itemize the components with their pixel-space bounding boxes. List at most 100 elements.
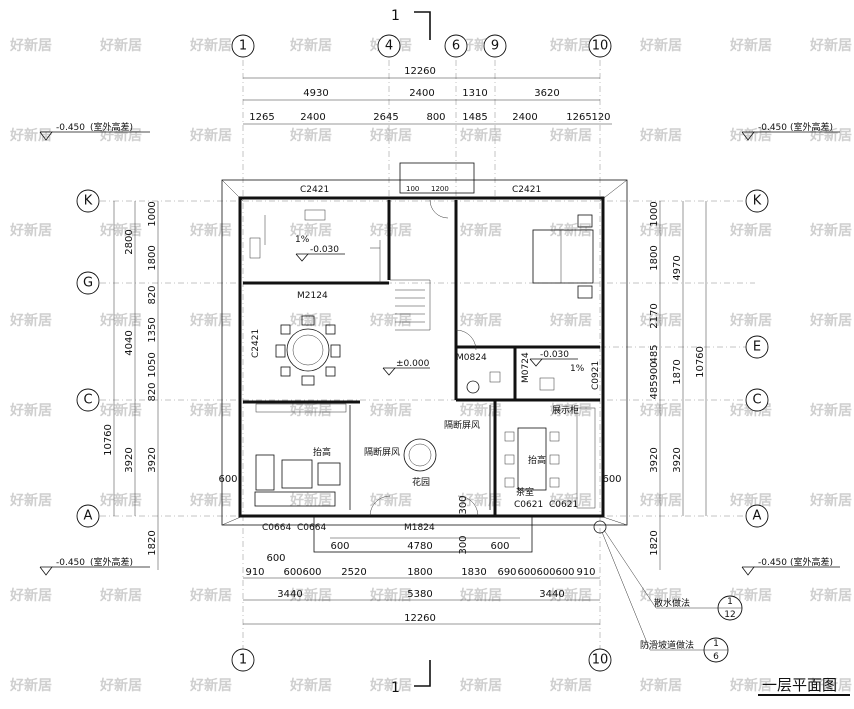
svg-text:6: 6	[452, 39, 460, 54]
watermark-text: 好新居	[549, 402, 592, 419]
svg-text:1870: 1870	[672, 359, 683, 384]
svg-text:1: 1	[727, 597, 733, 607]
watermark-text: 好新居	[99, 677, 142, 694]
svg-text:2645: 2645	[373, 112, 398, 123]
axis-bubble-1-top: 1	[231, 34, 255, 58]
svg-text:820: 820	[147, 285, 158, 304]
axis-bubble-C-left: C	[76, 388, 100, 412]
watermark-text: 好新居	[369, 677, 412, 694]
svg-text:1: 1	[391, 8, 400, 24]
walls	[238, 196, 605, 518]
svg-text:-0.030: -0.030	[540, 350, 569, 360]
garden-planter	[403, 438, 437, 472]
svg-text:1830: 1830	[461, 567, 486, 578]
axis-bubble-6: 6	[444, 34, 468, 58]
svg-text:4930: 4930	[303, 88, 328, 99]
watermark-text: 好新居	[549, 677, 592, 694]
svg-text:820: 820	[147, 382, 158, 401]
svg-text:1: 1	[713, 639, 719, 649]
svg-text:1485: 1485	[462, 112, 487, 123]
watermark-text: 好新居	[189, 222, 232, 239]
callout-apron-detail: 散水做法 1 12	[593, 520, 743, 621]
axis-bubble-E-right: E	[745, 335, 769, 359]
svg-text:1800: 1800	[407, 567, 432, 578]
svg-text:1310: 1310	[462, 88, 487, 99]
watermark-text: 好新居	[369, 492, 412, 509]
watermark-text: 好新居	[369, 402, 412, 419]
svg-text:600: 600	[536, 567, 555, 578]
svg-text:600: 600	[266, 553, 285, 564]
svg-text:1200: 1200	[431, 185, 449, 193]
svg-text:G: G	[83, 276, 93, 291]
watermark-text: 好新居	[639, 127, 682, 144]
svg-text:120: 120	[591, 112, 610, 123]
bottom-dimensions: 910 600 600 600 2520 1800 1830 690 600 6…	[243, 495, 600, 625]
level-marker-floor: ±0.000	[382, 359, 430, 376]
svg-text:800: 800	[426, 112, 445, 123]
svg-text:12260: 12260	[404, 66, 436, 77]
svg-text:-0.450: -0.450	[758, 123, 787, 133]
watermark-text: 好新居	[639, 402, 682, 419]
svg-text:C0921: C0921	[591, 361, 601, 390]
svg-text:2400: 2400	[409, 88, 434, 99]
watermark-text: 好新居	[189, 127, 232, 144]
svg-text:-0.450: -0.450	[758, 558, 787, 568]
axis-bubble-G-left: G	[76, 271, 100, 295]
watermark-text: 好新居	[289, 677, 332, 694]
svg-text:3440: 3440	[539, 589, 564, 600]
watermark-text: 好新居	[729, 677, 772, 694]
watermark-text: 好新居	[549, 492, 592, 509]
watermark-text: 好新居	[809, 402, 852, 419]
watermark-text: 好新居	[189, 402, 232, 419]
svg-text:600: 600	[490, 541, 509, 552]
watermark-text: 好新居	[459, 127, 502, 144]
svg-text:展示柜: 展示柜	[552, 404, 579, 416]
svg-text:A: A	[753, 509, 762, 524]
svg-text:5380: 5380	[407, 589, 432, 600]
watermark-text: 好新居	[729, 587, 772, 604]
level-marker-outside-sw: -0.450(室外高差)	[39, 556, 150, 576]
watermark-text: 好新居	[549, 37, 592, 54]
svg-text:3920: 3920	[672, 447, 683, 472]
watermark-text: 好新居	[99, 222, 142, 239]
svg-text:3440: 3440	[277, 589, 302, 600]
watermark-text: 好新居	[809, 127, 852, 144]
svg-text:C: C	[752, 393, 761, 408]
svg-text:600: 600	[302, 567, 321, 578]
watermark-text: 好新居	[9, 222, 52, 239]
svg-text:10: 10	[592, 39, 609, 54]
svg-text:485: 485	[649, 344, 660, 363]
svg-text:900: 900	[649, 361, 660, 380]
watermark-text: 好新居	[809, 587, 852, 604]
watermark-text: 好新居	[99, 402, 142, 419]
svg-text:600: 600	[218, 474, 237, 485]
svg-text:E: E	[753, 340, 761, 355]
section-marker-top: 1	[391, 8, 431, 40]
axis-bubble-K-left: K	[76, 189, 100, 213]
watermark-text: 好新居	[729, 127, 772, 144]
svg-text:1050: 1050	[147, 352, 158, 377]
svg-text:485: 485	[649, 380, 660, 399]
svg-text:抬高: 抬高	[313, 446, 331, 458]
svg-text:1800: 1800	[649, 245, 660, 270]
svg-text:910: 910	[576, 567, 595, 578]
svg-text:C0664: C0664	[297, 523, 326, 533]
level-marker-outside-ne: -0.450(室外高差)	[741, 121, 840, 141]
watermark-text: 好新居	[9, 492, 52, 509]
bathroom-fixtures	[466, 371, 555, 394]
svg-text:1: 1	[391, 680, 400, 696]
svg-text:(室外高差): (室外高差)	[790, 121, 833, 133]
svg-text:690: 690	[497, 567, 516, 578]
watermark-text: 好新居	[9, 37, 52, 54]
svg-text:1000: 1000	[649, 201, 660, 226]
watermark-text: 好新居	[99, 492, 142, 509]
watermark-text: 好新居	[549, 222, 592, 239]
watermark-text: 好新居	[729, 492, 772, 509]
right-dimensions: 1000 1800 2170 485 900 485 3920 1820 497…	[602, 201, 707, 570]
svg-text:C0664: C0664	[262, 523, 291, 533]
watermark-text: 好新居	[189, 587, 232, 604]
watermark-text: 好新居	[9, 587, 52, 604]
watermark-text: 好新居	[729, 37, 772, 54]
watermark-text: 好新居	[549, 312, 592, 329]
